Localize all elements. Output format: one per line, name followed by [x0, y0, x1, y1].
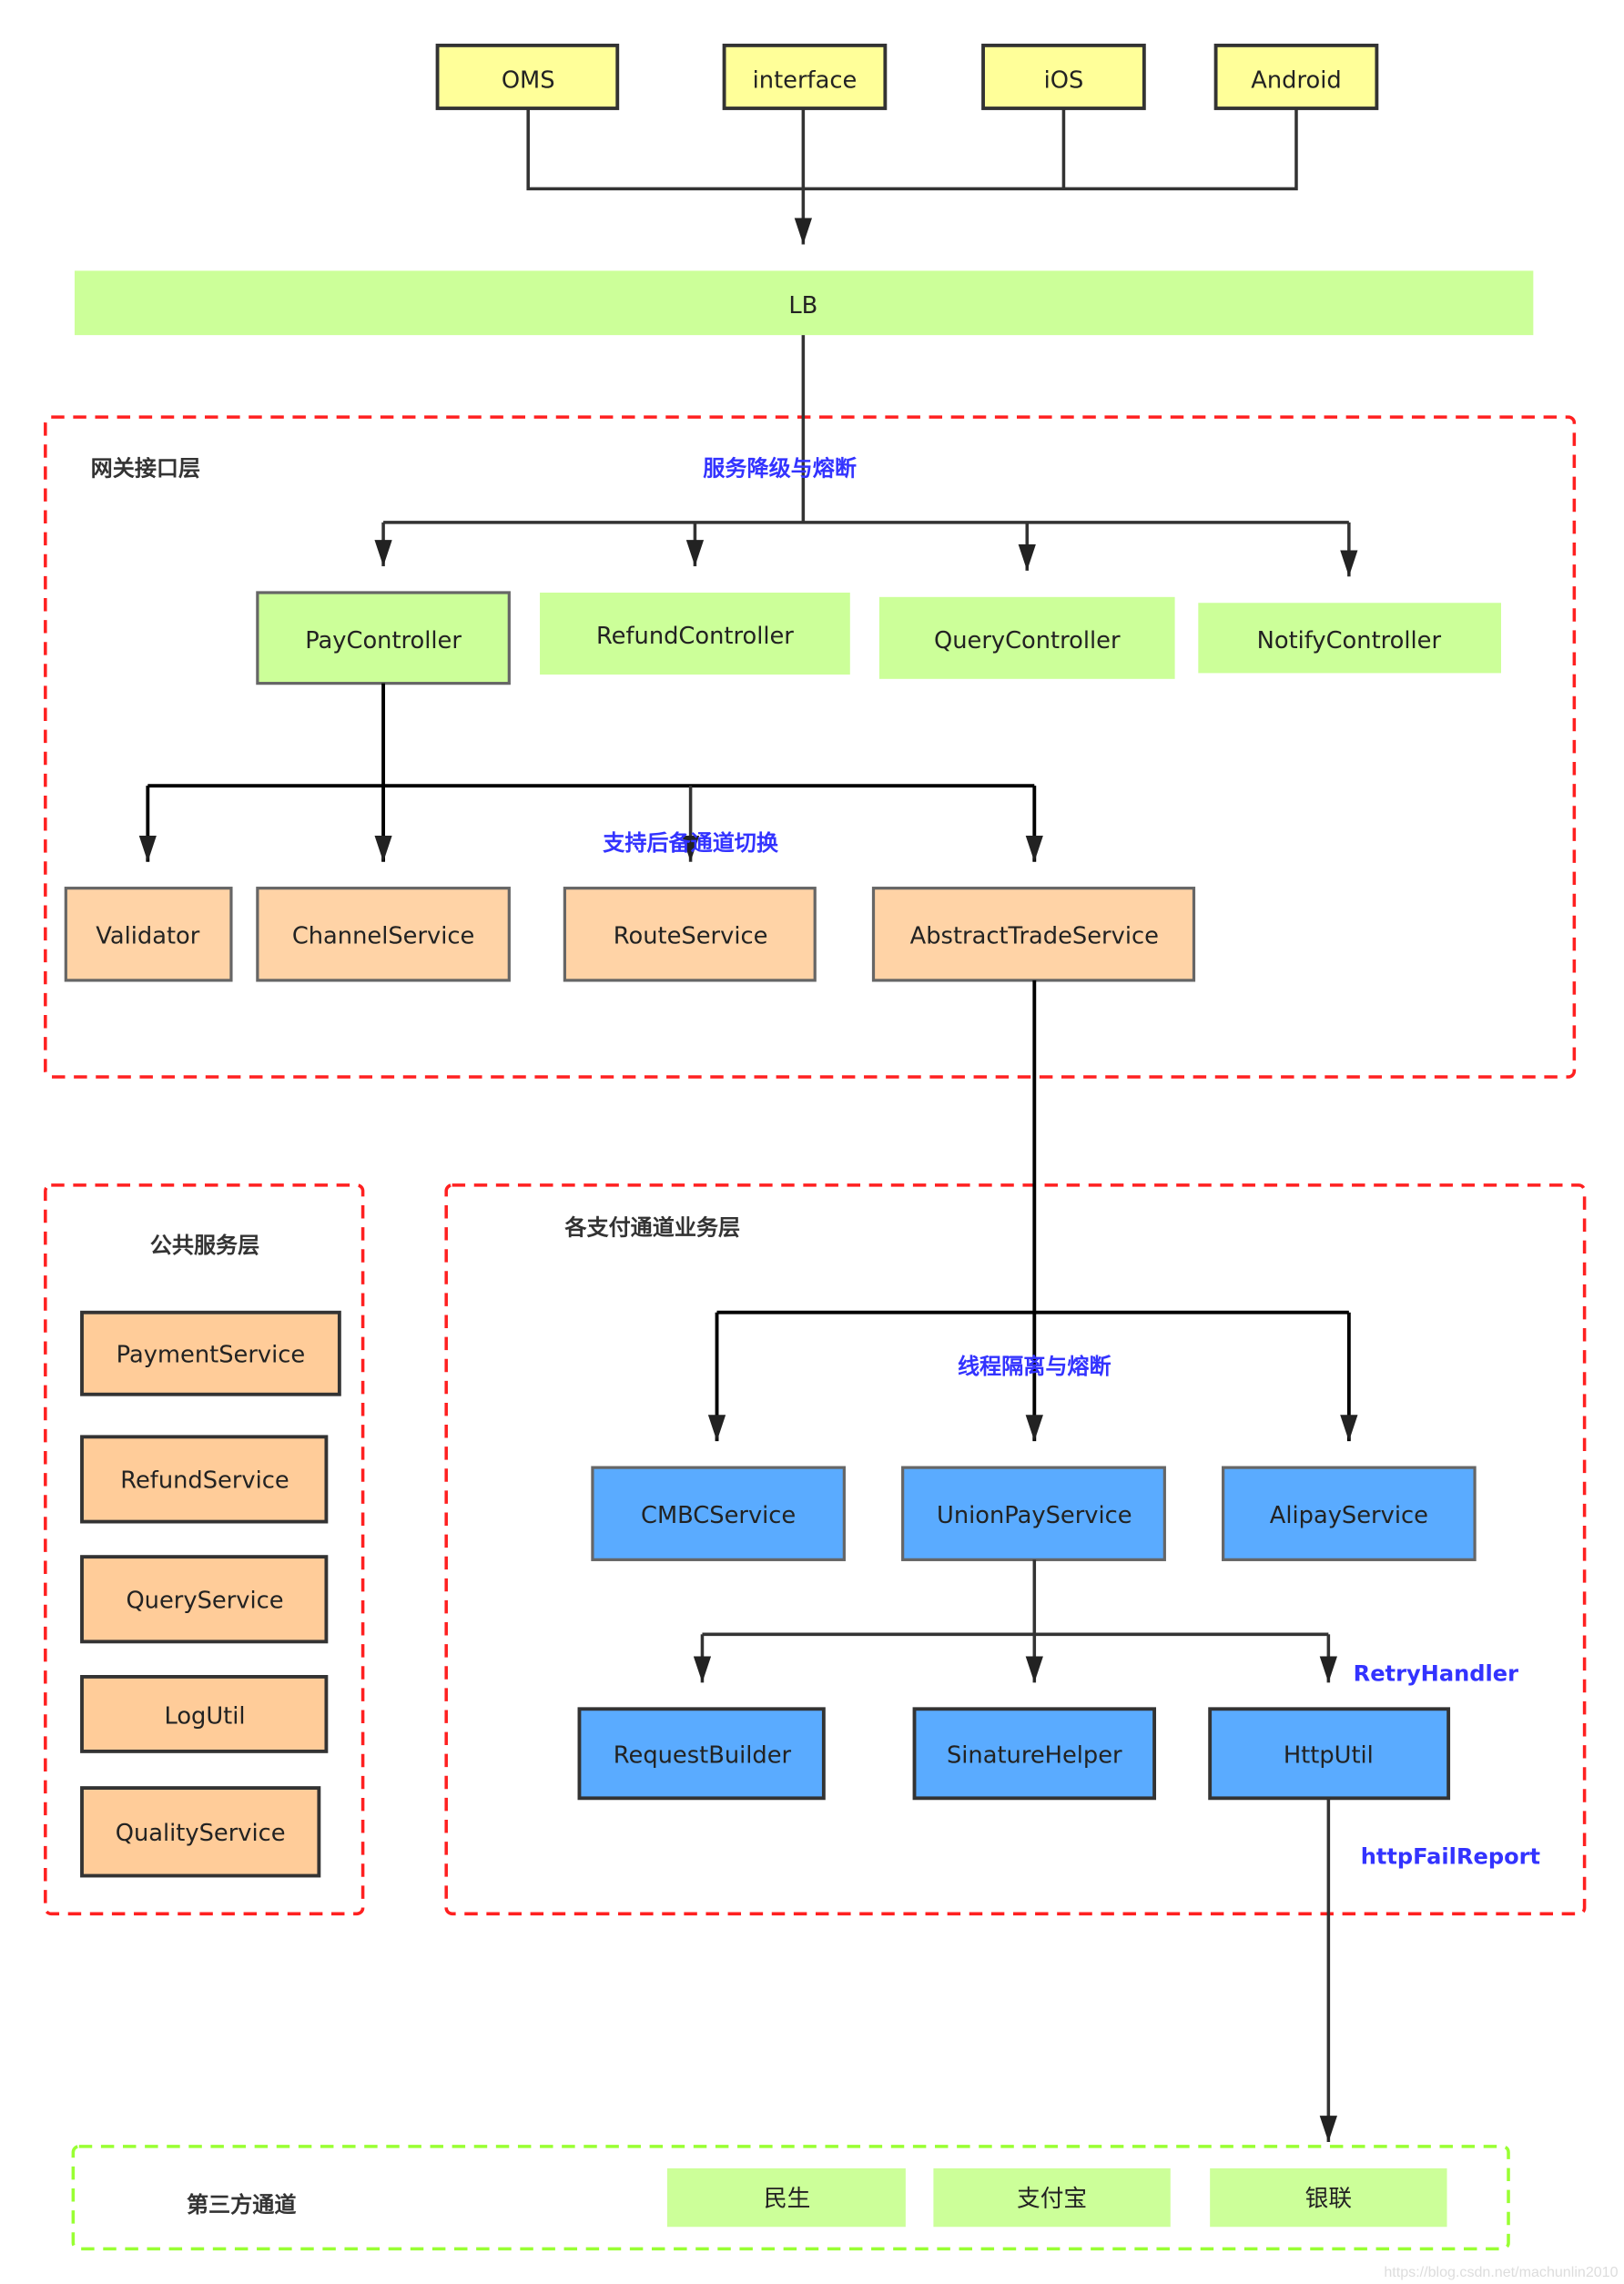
public-layer-border [44, 1183, 365, 1916]
load-balancer[interactable]: LB [74, 270, 1534, 336]
fallback-annotation: 支持后备通道切换 [603, 830, 779, 856]
client-android[interactable]: Android [1213, 43, 1379, 110]
lb-connector [383, 335, 1349, 524]
node-label: SinatureHelper [947, 1742, 1122, 1770]
client-label: interface [753, 66, 858, 94]
public-layer-title: 公共服务层 [150, 1233, 259, 1258]
client-interface[interactable]: interface [722, 43, 888, 110]
node-label: QualityService [116, 1820, 286, 1847]
refund-service[interactable]: RefundService [80, 1435, 329, 1524]
node-label: NotifyController [1257, 627, 1442, 655]
node-label: 支付宝 [1017, 2186, 1087, 2213]
signature-helper[interactable]: SinatureHelper [912, 1707, 1157, 1801]
node-label: PayController [305, 627, 462, 655]
channel-minsheng[interactable]: 民生 [666, 2167, 906, 2228]
client-label: iOS [1044, 66, 1084, 94]
node-label: 民生 [764, 2186, 810, 2213]
query-controller[interactable]: QueryController [878, 596, 1175, 679]
query-service[interactable]: QueryService [80, 1555, 329, 1644]
cmbc-service[interactable]: CMBCService [591, 1466, 846, 1561]
log-util[interactable]: LogUtil [80, 1675, 329, 1753]
notify-controller[interactable]: NotifyController [1198, 603, 1501, 674]
pay-controller[interactable]: PayController [256, 591, 511, 685]
node-label: PaymentService [117, 1341, 306, 1368]
route-service[interactable]: RouteService [563, 887, 817, 982]
node-label: CMBCService [641, 1502, 796, 1529]
http-util[interactable]: HttpUtil [1208, 1707, 1451, 1801]
third-party-border [71, 2145, 1510, 2251]
client-connector [526, 108, 1298, 191]
channel-service[interactable]: ChannelService [256, 887, 511, 982]
degrade-annotation: 服务降级与熔断 [703, 455, 857, 481]
node-label: RouteService [614, 923, 768, 950]
trade-connector [716, 980, 1349, 1315]
retry-handler-annotation: RetryHandler [1354, 1661, 1518, 1687]
node-label: Validator [96, 923, 199, 950]
node-label: RequestBuilder [614, 1742, 792, 1770]
gateway-layer-border [44, 415, 1577, 1079]
channel-layer-title: 各支付通道业务层 [563, 1215, 740, 1241]
node-label: QueryService [126, 1587, 283, 1614]
channel-alipay[interactable]: 支付宝 [933, 2167, 1171, 2228]
validator[interactable]: Validator [64, 887, 233, 982]
client-label: Android [1251, 66, 1341, 94]
quality-service[interactable]: QualityService [80, 1786, 321, 1878]
node-label: 银联 [1305, 2186, 1352, 2213]
node-label: QueryController [934, 627, 1121, 655]
gateway-layer-title: 网关接口层 [91, 455, 200, 481]
lb-label: LB [788, 292, 817, 320]
channel-layer-border [444, 1183, 1587, 1916]
client-ios[interactable]: iOS [981, 43, 1146, 110]
refund-controller[interactable]: RefundController [540, 592, 850, 675]
node-label: HttpUtil [1284, 1742, 1374, 1770]
node-label: RefundService [120, 1467, 289, 1495]
channel-unionpay[interactable]: 银联 [1210, 2167, 1447, 2228]
node-label: AbstractTradeService [910, 923, 1159, 950]
node-label: ChannelService [292, 923, 475, 950]
node-label: RefundController [596, 623, 794, 650]
isolation-annotation: 线程隔离与熔断 [958, 1354, 1111, 1379]
client-oms[interactable]: OMS [435, 43, 620, 110]
fail-report-annotation: httpFailReport [1361, 1844, 1540, 1870]
alipay-service[interactable]: AlipayService [1222, 1466, 1477, 1561]
request-builder[interactable]: RequestBuilder [577, 1707, 826, 1801]
watermark: https://blog.csdn.net/machunlin2010 [1384, 2264, 1618, 2280]
abstract-trade-service[interactable]: AbstractTradeService [871, 887, 1196, 982]
payment-service[interactable]: PaymentService [80, 1310, 341, 1396]
client-label: OMS [502, 66, 555, 94]
pay-connector [147, 683, 1035, 788]
node-label: UnionPayService [937, 1502, 1132, 1529]
node-label: AlipayService [1270, 1502, 1428, 1529]
third-party-title: 第三方通道 [187, 2192, 296, 2218]
unionpay-connector [702, 1559, 1329, 1637]
node-label: LogUtil [164, 1702, 245, 1730]
unionpay-service[interactable]: UnionPayService [901, 1466, 1166, 1561]
